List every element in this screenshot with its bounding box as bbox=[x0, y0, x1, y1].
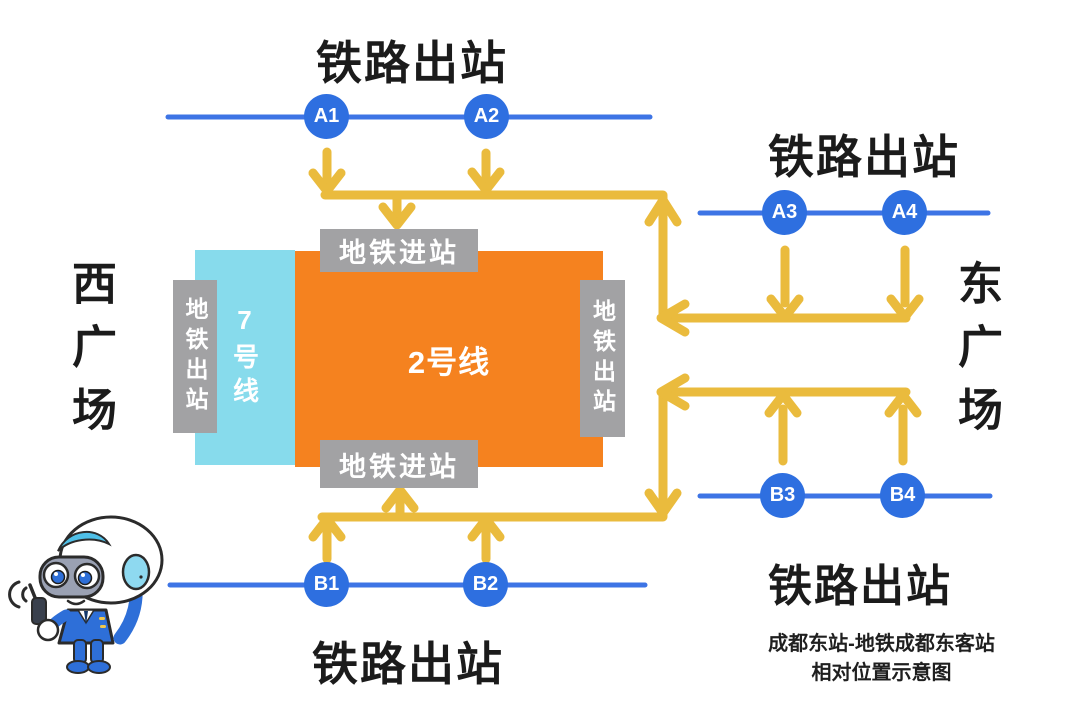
arrowhead-bottom-gate bbox=[381, 485, 419, 513]
arrowhead-a1 bbox=[308, 168, 346, 196]
arrowhead-top-gate bbox=[378, 202, 416, 230]
label-west-plaza: 西广场 bbox=[65, 260, 116, 449]
arrowhead-b1 bbox=[308, 514, 346, 542]
caption-line-2: 相对位置示意图 bbox=[811, 662, 952, 684]
exit-a2: A2 bbox=[464, 94, 509, 139]
arrowhead-a4 bbox=[886, 294, 924, 322]
title-railway-exit-north: 铁路出站 bbox=[316, 37, 508, 89]
metro-exit-gate-east: 地铁出站 bbox=[580, 280, 625, 437]
arrowhead-a3a4-left bbox=[656, 299, 690, 337]
exit-a4: A4 bbox=[882, 190, 927, 235]
title-railway-exit-east-upper: 铁路出站 bbox=[768, 131, 960, 183]
line2-label: 2号线 bbox=[407, 344, 491, 380]
title-railway-exit-south: 铁路出站 bbox=[312, 638, 504, 690]
metro-entry-gate-bottom: 地铁进站 bbox=[320, 440, 478, 488]
arrowhead-b4 bbox=[884, 390, 922, 418]
exit-b3: B3 bbox=[760, 473, 805, 518]
exit-a1: A1 bbox=[304, 94, 349, 139]
mascot-signal-waves bbox=[8, 580, 28, 609]
metro-entry-gate-top: 地铁进站 bbox=[320, 229, 478, 272]
arrowhead-down-connector bbox=[644, 488, 682, 518]
arrowhead-b3 bbox=[764, 390, 802, 418]
exit-a3: A3 bbox=[762, 190, 807, 235]
exit-b2: B2 bbox=[463, 562, 508, 607]
metro-exit-west-label: 地铁出站 bbox=[182, 296, 208, 417]
arrowhead-a2 bbox=[467, 167, 505, 195]
railway-lines-blue bbox=[165, 114, 993, 588]
mascot-walkie-talkie bbox=[28, 583, 47, 625]
caption-line-1: 成都东站-地铁成都东客站 bbox=[768, 633, 995, 655]
exit-b4: B4 bbox=[880, 473, 925, 518]
transfer-flow-arrows-yellow bbox=[308, 147, 924, 564]
line7-label: 7号线 bbox=[229, 304, 260, 411]
line2-block: 2号线 bbox=[295, 251, 603, 467]
metro-staff-robot-mascot-illustration bbox=[8, 515, 164, 674]
title-railway-exit-east-lower: 铁路出站 bbox=[768, 562, 952, 611]
mascot-raised-hand bbox=[121, 553, 151, 591]
arrowhead-b2 bbox=[467, 514, 505, 542]
metro-exit-east-label: 地铁出站 bbox=[589, 298, 616, 419]
arrowhead-a3 bbox=[766, 294, 804, 322]
label-east-plaza: 东广场 bbox=[951, 260, 1002, 449]
arrowhead-up-connector bbox=[644, 195, 682, 227]
arrowhead-b3b4-left bbox=[656, 373, 690, 411]
metro-entry-top-label: 地铁进站 bbox=[339, 238, 459, 268]
diagram-caption: 成都东站-地铁成都东客站 相对位置示意图 bbox=[739, 630, 1024, 688]
metro-entry-bottom-label: 地铁进站 bbox=[339, 451, 459, 482]
metro-exit-gate-west: 地铁出站 bbox=[173, 280, 217, 433]
exit-b1: B1 bbox=[304, 562, 349, 607]
flow-top-run bbox=[320, 190, 668, 323]
